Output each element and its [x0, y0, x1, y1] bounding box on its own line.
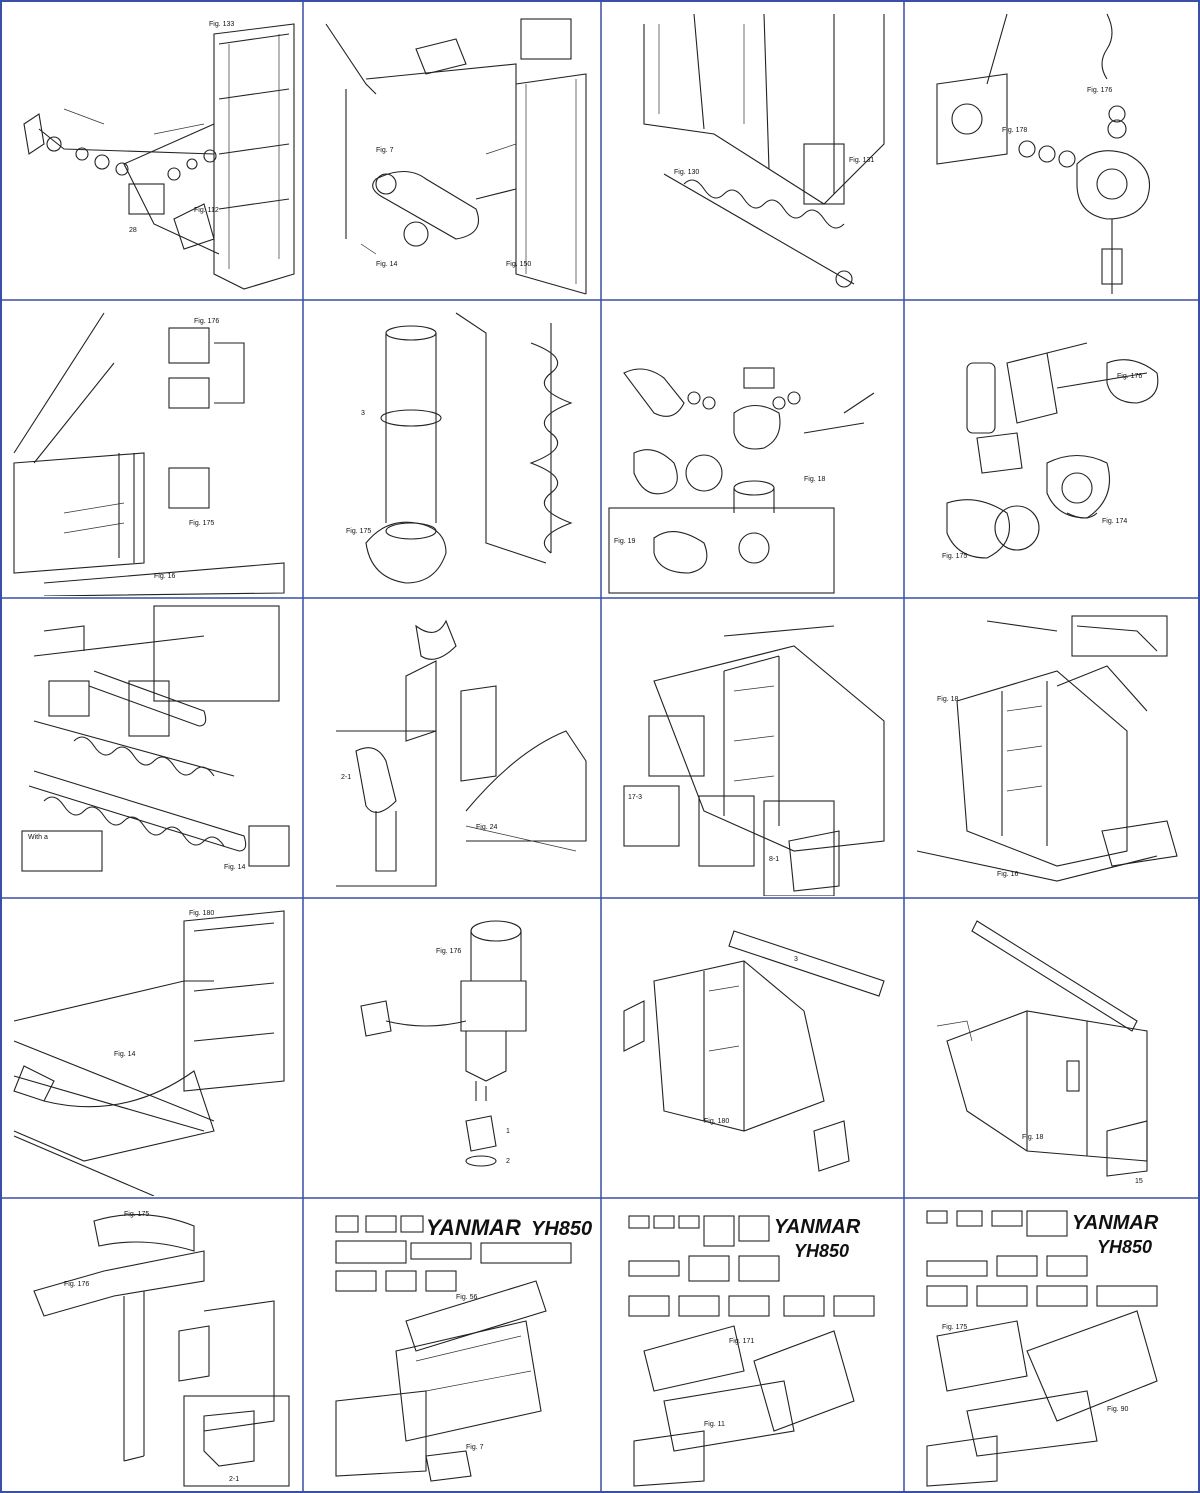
- figure-label: Fig. 175: [942, 1324, 967, 1331]
- figure-label: Fig. 18: [1022, 1134, 1044, 1141]
- panel-11-housing-panels: 17-3 8-1: [604, 601, 902, 896]
- figure-label: Fig. 175: [189, 520, 214, 527]
- figure-label: Fig. 176: [64, 1281, 89, 1288]
- part-number: 2-1: [229, 1476, 239, 1483]
- inset-label: With a: [28, 834, 48, 841]
- panel-6-tube-and-auger: Fig. 175 3: [306, 303, 599, 596]
- figure-label: Fig. 18: [937, 696, 959, 703]
- panel-14-motor-unit: Fig. 176 1 2: [306, 901, 599, 1196]
- model-decal: YH850: [1097, 1237, 1152, 1257]
- figure-label: Fig. 56: [456, 1294, 478, 1301]
- figure-label: Fig. 178: [1002, 127, 1027, 134]
- figure-label: Fig. 150: [506, 261, 531, 268]
- panel-12-frame-with-handrail: Fig. 18 Fig. 16: [907, 601, 1196, 896]
- figure-label: Fig. 175: [942, 553, 967, 560]
- model-decal: YH850: [794, 1241, 849, 1261]
- figure-label: Fig. 176: [1117, 373, 1142, 380]
- part-number: 2: [506, 1158, 510, 1165]
- figure-label: Fig. 176: [1087, 87, 1112, 94]
- panel-8-motor-bracket: Fig. 176 Fig. 174 Fig. 175: [907, 303, 1196, 596]
- panel-1-shaft-bearing-assembly: Fig. 133 Fig. 112 28: [4, 4, 301, 298]
- figure-label: Fig. 180: [189, 910, 214, 917]
- part-number: 8-1: [769, 856, 779, 863]
- brand-logo-decal: YANMAR: [1072, 1212, 1159, 1234]
- figure-label: Fig. 90: [1107, 1406, 1129, 1413]
- figure-label: Fig. 174: [1102, 518, 1127, 525]
- part-number: 17-3: [628, 794, 642, 801]
- panel-17-support-stand: Fig. 175 Fig. 176 2-1: [4, 1201, 301, 1489]
- figure-label: Fig. 131: [849, 157, 874, 164]
- panel-3-auger-housing: Fig. 130 Fig. 131: [604, 4, 902, 298]
- panel-10-chute-bracket: Fig. 24 2-1: [306, 601, 599, 896]
- figure-label: Fig. 130: [674, 169, 699, 176]
- panel-13-frame-floor: Fig. 180 Fig. 14: [4, 901, 301, 1196]
- figure-label: Fig. 18: [804, 476, 826, 483]
- figure-label: Fig. 14: [376, 261, 398, 268]
- figure-label: Fig. 133: [209, 21, 234, 28]
- figure-label: Fig. 14: [114, 1051, 136, 1058]
- model-decal: YH850: [531, 1218, 592, 1240]
- figure-label: Fig. 7: [376, 147, 394, 154]
- figure-label: Fig. 24: [476, 824, 498, 831]
- part-number: 1: [506, 1128, 510, 1135]
- panel-4-gearbox-assembly: Fig. 176 Fig. 178: [907, 4, 1196, 298]
- brand-logo-decal: YANMAR: [426, 1215, 521, 1240]
- figure-label: Fig. 176: [194, 318, 219, 325]
- panel-18-decals-yh850: YANMAR YH850 Fig. 56 Fig. 7: [306, 1201, 599, 1489]
- figure-label: Fig. 16: [154, 573, 176, 580]
- figure-label: Fig. 175: [346, 528, 371, 535]
- figure-label: Fig. 16: [997, 871, 1019, 878]
- figure-label: Fig. 11: [704, 1421, 725, 1428]
- brand-logo-decal: YANMAR: [774, 1216, 861, 1238]
- panel-19-decals-yh850: YANMAR YH850 Fig. 171 Fig. 11: [604, 1201, 902, 1489]
- panel-9-auger-screws: With a Fig. 14: [4, 601, 301, 896]
- panel-16-cover-sheet: Fig. 18 15: [907, 901, 1196, 1196]
- panel-7-gear-housing-exploded: Fig. 18 Fig. 19: [604, 303, 902, 596]
- figure-label: Fig. 112: [194, 207, 219, 214]
- figure-label: Fig. 19: [614, 538, 636, 545]
- part-number: 28: [129, 227, 137, 234]
- part-number: 15: [1135, 1178, 1143, 1185]
- figure-label: Fig. 7: [466, 1444, 484, 1451]
- figure-label: Fig. 175: [124, 1211, 149, 1218]
- figure-label: Fig. 176: [436, 948, 461, 955]
- panel-5-frame-and-tube: Fig. 176 Fig. 175 Fig. 16: [4, 303, 301, 596]
- part-number: 3: [361, 410, 365, 417]
- panel-2-belt-drive-assembly: Fig. 7 Fig. 14 Fig. 150: [306, 4, 599, 298]
- figure-label: Fig. 180: [704, 1118, 729, 1125]
- figure-label: Fig. 14: [224, 864, 246, 871]
- part-number: 3: [794, 956, 798, 963]
- panel-20-decals-yh850: YANMAR YH850 Fig. 175 Fig. 90: [907, 1201, 1196, 1489]
- part-number: 2-1: [341, 774, 351, 781]
- figure-label: Fig. 171: [729, 1338, 754, 1345]
- panel-15-cabinet-and-rail: Fig. 180 3: [604, 901, 902, 1196]
